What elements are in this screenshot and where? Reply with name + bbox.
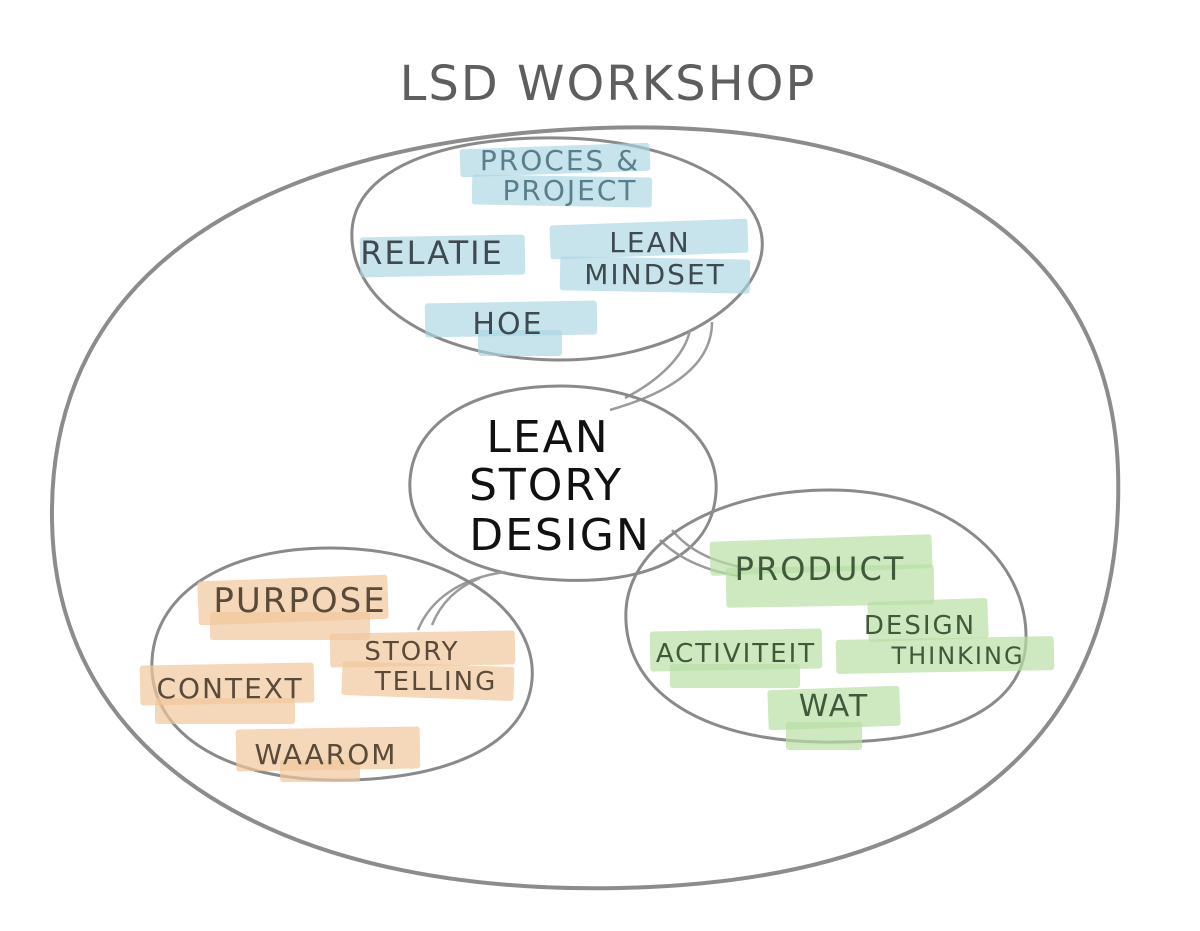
highlight-thinking xyxy=(835,636,1055,674)
highlight-mindset xyxy=(559,256,751,294)
highlight-purpose-2 xyxy=(210,612,370,640)
right-cluster: PRODUCT ACTIVITEIT DESIGN THINKING WAT xyxy=(624,488,1055,750)
highlight-wat-2 xyxy=(786,722,862,750)
center-title-design: DESIGN xyxy=(469,510,651,561)
label-activiteit: ACTIVITEIT xyxy=(656,639,816,669)
label-purpose: PURPOSE xyxy=(213,581,386,621)
outer-workshop-boundary xyxy=(49,125,1121,891)
label-hoe: HOE xyxy=(472,307,543,342)
left-cluster: PURPOSE STORY TELLING CONTEXT WAAROM xyxy=(139,546,534,782)
label-product: PRODUCT xyxy=(735,550,906,588)
highlight-wat xyxy=(767,685,901,731)
center-title-lean: LEAN xyxy=(486,412,609,463)
highlight-hoe-2 xyxy=(478,330,562,356)
center-cluster: LEAN STORY DESIGN xyxy=(408,384,718,582)
highlight-lean xyxy=(549,218,749,260)
top-cluster: PROCES & PROJECT RELATIE LEAN MINDSET HO… xyxy=(350,136,764,362)
highlight-hoe xyxy=(424,300,598,338)
highlight-project xyxy=(471,174,653,208)
highlight-relatie xyxy=(359,234,526,278)
center-boundary xyxy=(408,384,718,582)
label-story: STORY xyxy=(364,637,459,667)
top-cluster-boundary xyxy=(350,136,764,362)
highlight-product-2 xyxy=(725,564,935,608)
label-context: CONTEXT xyxy=(156,672,303,705)
label-mindset: MINDSET xyxy=(584,258,726,291)
highlight-activiteit-2 xyxy=(670,664,800,688)
center-title-story: STORY xyxy=(469,460,623,511)
left-highlights xyxy=(139,574,516,782)
workshop-title: LSD WORKSHOP xyxy=(400,56,817,112)
label-telling: TELLING xyxy=(374,667,498,697)
label-design: DESIGN xyxy=(864,611,976,641)
highlight-proces xyxy=(459,142,651,178)
highlight-activiteit xyxy=(649,628,823,672)
highlight-story xyxy=(329,630,516,668)
highlight-waarom-2 xyxy=(280,760,360,782)
label-wat: WAT xyxy=(799,689,870,724)
label-waarom: WAAROM xyxy=(255,738,398,771)
highlight-context xyxy=(139,662,315,706)
highlight-context-2 xyxy=(155,698,295,724)
label-thinking: THINKING xyxy=(890,642,1024,670)
highlight-telling xyxy=(341,661,515,701)
label-project: PROJECT xyxy=(503,174,638,207)
top-highlights xyxy=(359,142,751,356)
right-highlights xyxy=(649,534,1055,750)
label-proces: PROCES & xyxy=(480,144,640,177)
label-lean: LEAN xyxy=(609,226,690,259)
connector-top-center xyxy=(609,321,714,412)
connector-center-left xyxy=(416,570,506,631)
label-relatie: RELATIE xyxy=(360,234,504,272)
highlight-design xyxy=(867,598,989,642)
